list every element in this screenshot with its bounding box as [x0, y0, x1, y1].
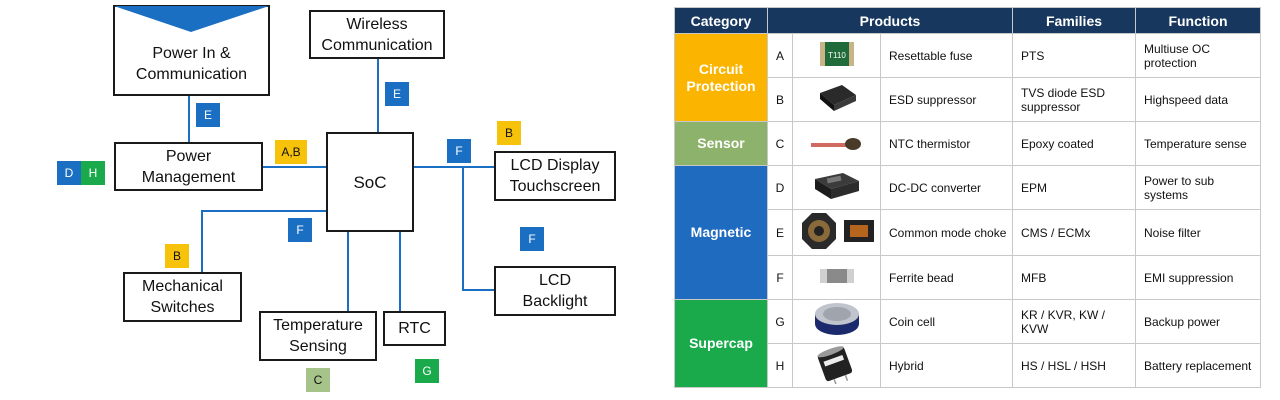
row-letter: F — [767, 255, 793, 300]
tag-e-wireless: E — [385, 82, 409, 106]
function-name: Highspeed data — [1135, 77, 1261, 122]
category-circuit-protection: Circuit Protection — [674, 33, 768, 122]
tag-e-power-in: E — [196, 103, 220, 127]
lcd-display-touchscreen-block: LCD Display Touchscreen — [494, 151, 616, 201]
esd-suppressor-image — [792, 77, 881, 122]
table-row: Supercap G Coin cell KR / KVR, KW / KVW … — [674, 299, 1261, 388]
table-header-row: Category Products Families Function — [674, 7, 1261, 34]
function-name: Noise filter — [1135, 209, 1261, 256]
table-row: H Hybrid HS / HSL / HSH Battery replacem… — [675, 343, 1261, 388]
block-diagram: Power In & Communication Wireless Commun… — [57, 5, 616, 392]
tag-ab-power-mgmt: A,B — [275, 140, 307, 164]
line-soc-backlight — [462, 167, 495, 291]
row-letter: D — [767, 165, 793, 210]
family-name: HS / HSL / HSH — [1012, 343, 1136, 388]
resettable-fuse-image: T110 — [792, 33, 881, 78]
function-name: Battery replacement — [1135, 343, 1261, 388]
product-name: Resettable fuse — [880, 33, 1013, 78]
header-category: Category — [674, 7, 768, 34]
soc-block: SoC — [326, 132, 414, 232]
power-in-communication-block: Power In & Communication — [113, 5, 270, 96]
line-soc-switches — [201, 210, 327, 272]
function-name: Temperature sense — [1135, 121, 1261, 166]
table-row: Circuit Protection A T110 Resettable fus… — [674, 33, 1261, 122]
product-name: ESD suppressor — [880, 77, 1013, 122]
family-name: MFB — [1012, 255, 1136, 300]
product-name: Coin cell — [880, 299, 1013, 344]
function-name: Multiuse OC protection — [1135, 33, 1261, 78]
fuse-marking: T110 — [828, 51, 846, 60]
tag-b-mech-switches: B — [165, 244, 189, 268]
tag-g-rtc: G — [415, 359, 439, 383]
family-name: CMS / ECMx — [1012, 209, 1136, 256]
connector-lines — [188, 58, 495, 311]
power-management-block: Power Management — [114, 142, 263, 191]
row-letter: G — [767, 299, 793, 344]
header-function: Function — [1135, 7, 1261, 34]
product-name: NTC thermistor — [880, 121, 1013, 166]
function-name: Power to sub systems — [1135, 165, 1261, 210]
ntc-thermistor-image — [792, 121, 881, 166]
function-name: Backup power — [1135, 299, 1261, 344]
product-table-container: Category Products Families Function Circ… — [674, 7, 1261, 388]
tag-d-power-mgmt: D — [57, 161, 81, 185]
temperature-sensing-block: Temperature Sensing — [259, 311, 377, 361]
row-letter: B — [767, 77, 793, 122]
row-letter: A — [767, 33, 793, 78]
category-supercap: Supercap — [674, 299, 768, 388]
lcd-backlight-block: LCD Backlight — [494, 266, 616, 316]
product-name: Common mode choke — [880, 209, 1013, 256]
category-sensor: Sensor — [674, 121, 768, 166]
common-mode-choke-image — [792, 209, 881, 256]
tag-c-temp-sensing: C — [306, 368, 330, 392]
coin-cell-image — [792, 299, 881, 344]
row-letter: E — [767, 209, 793, 256]
table-row: E Common mode choke CMS / ECMx Noise fil… — [675, 209, 1261, 256]
tag-f-mech-switches: F — [288, 218, 312, 242]
tag-h-power-mgmt: H — [81, 161, 105, 185]
table-row: B ESD suppressor TVS diode ESD suppresso… — [675, 77, 1261, 122]
mechanical-switches-block: Mechanical Switches — [123, 272, 242, 322]
table-row: F Ferrite bead MFB EMI suppression — [675, 255, 1261, 300]
hybrid-capacitor-image — [792, 343, 881, 388]
row-letter: C — [767, 121, 793, 166]
wireless-communication-block: Wireless Communication — [309, 10, 445, 59]
family-name: TVS diode ESD suppressor — [1012, 77, 1136, 122]
family-name: KR / KVR, KW / KVW — [1012, 299, 1136, 344]
function-name: EMI suppression — [1135, 255, 1261, 300]
dc-dc-converter-image — [792, 165, 881, 210]
row-letter: H — [767, 343, 793, 388]
product-name: Hybrid — [880, 343, 1013, 388]
family-name: EPM — [1012, 165, 1136, 210]
tag-b-lcd-display: B — [497, 121, 521, 145]
category-magnetic: Magnetic — [674, 165, 768, 300]
tag-f-lcd-backlight: F — [520, 227, 544, 251]
table-row: Magnetic D DC-DC converter EPM Power to … — [674, 165, 1261, 300]
power-in-label: Power In & Communication — [135, 45, 248, 83]
family-name: Epoxy coated — [1012, 121, 1136, 166]
header-products: Products — [767, 7, 1013, 34]
ferrite-bead-image — [792, 255, 881, 300]
product-table: Category Products Families Function Circ… — [674, 7, 1261, 388]
table-row: Sensor C NTC thermistor Epoxy coated Tem… — [674, 121, 1261, 166]
tag-f-lcd-display: F — [447, 139, 471, 163]
header-families: Families — [1012, 7, 1136, 34]
family-name: PTS — [1012, 33, 1136, 78]
product-name: DC-DC converter — [880, 165, 1013, 210]
product-name: Ferrite bead — [880, 255, 1013, 300]
rtc-block: RTC — [383, 311, 446, 346]
